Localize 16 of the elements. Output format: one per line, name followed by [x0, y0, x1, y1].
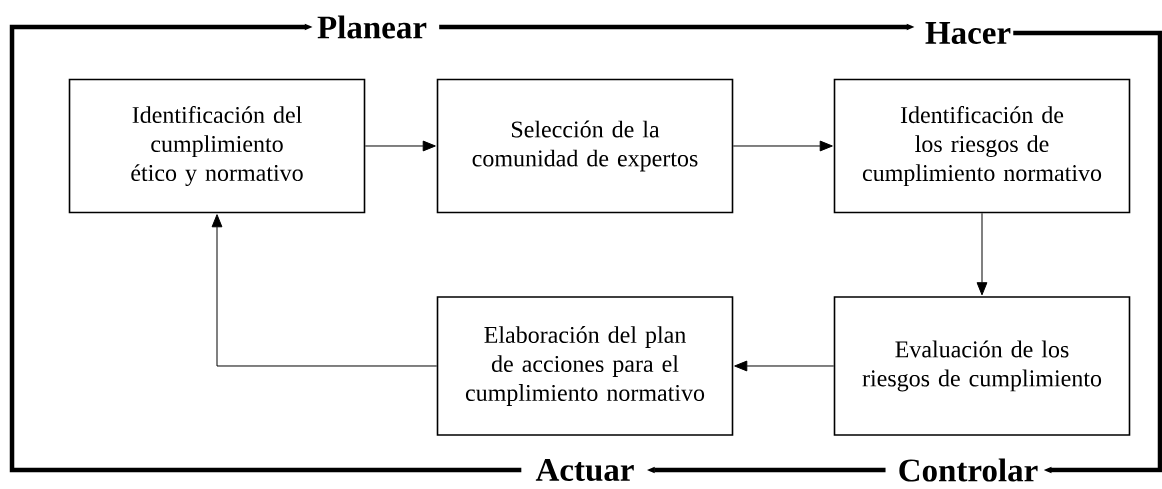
- process-box: Selección de la comunidad de expertos: [436, 78, 734, 214]
- phase-label: Actuar: [535, 458, 634, 482]
- arrow: [734, 360, 835, 372]
- arrow: [1013, 30, 1162, 474]
- phase-label: Planear: [317, 15, 427, 39]
- arrow: [732, 140, 833, 152]
- phase-label: Hacer: [925, 22, 1011, 44]
- process-box: Identificación de los riesgos de cumplimiento normativo: [833, 78, 1131, 214]
- phase-label: Controlar: [899, 458, 1038, 482]
- process-box: Elaboración del plan de acciones para el cumplimiento normativo: [436, 296, 734, 436]
- arrow: [364, 140, 436, 152]
- arrow: [9, 23, 522, 473]
- arrow: [211, 214, 438, 367]
- process-box: Evaluación de los riesgos de cumplimiento: [833, 296, 1131, 436]
- arrow: [976, 212, 988, 296]
- process-box: Identificación del cumplimiento ético y normativo: [68, 78, 366, 214]
